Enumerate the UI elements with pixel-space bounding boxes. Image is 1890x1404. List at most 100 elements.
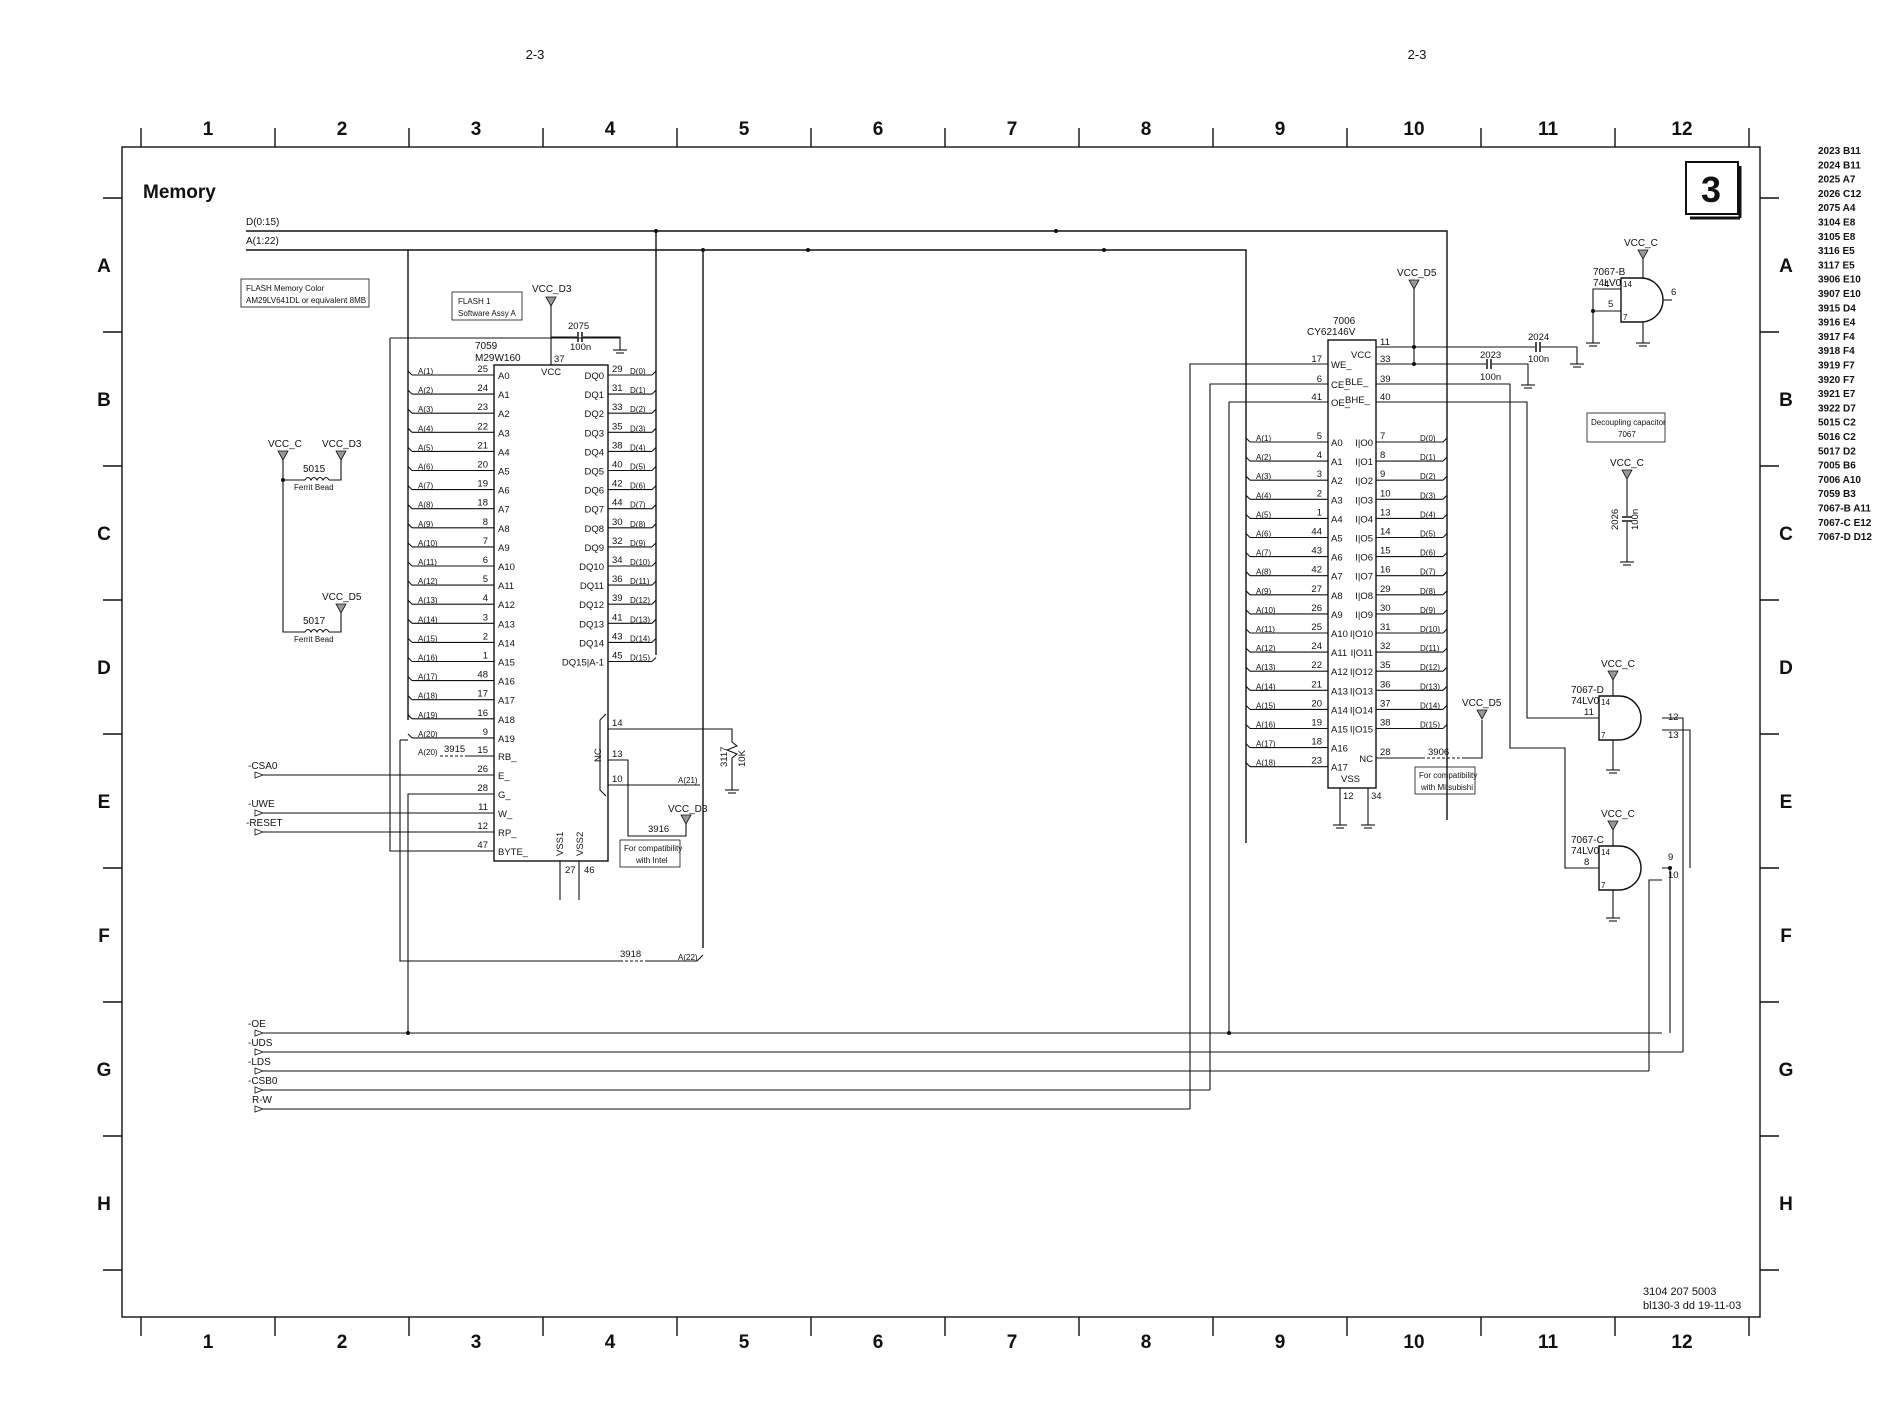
component-index-entry: 5016 C2 bbox=[1818, 432, 1856, 443]
svg-text:with Intel: with Intel bbox=[635, 856, 668, 865]
sram-address-pin-number: 21 bbox=[1311, 679, 1322, 690]
flash-control-pin-number: 47 bbox=[477, 840, 488, 851]
flash-control-pin-name: RB_ bbox=[498, 752, 517, 763]
sram-address-net: A(16) bbox=[1256, 721, 1276, 730]
svg-text:M29W160: M29W160 bbox=[475, 353, 521, 364]
sram-data-net: D(4) bbox=[1420, 510, 1436, 519]
sram-data-pin-number: 7 bbox=[1380, 431, 1385, 442]
component-index-entry: 5017 D2 bbox=[1818, 446, 1856, 457]
svg-text:5015: 5015 bbox=[303, 464, 326, 475]
flash-address-pin-name: A1 bbox=[498, 390, 510, 401]
grid-column-label-bottom: 6 bbox=[873, 1332, 884, 1353]
svg-text:3916: 3916 bbox=[648, 824, 669, 835]
signal-label: -CSB0 bbox=[248, 1076, 278, 1087]
svg-text:with Mitsubishi: with Mitsubishi bbox=[1420, 783, 1473, 792]
sram-address-net: A(17) bbox=[1256, 740, 1276, 749]
sram-data-pin-name: I|O1 bbox=[1355, 457, 1373, 468]
sram-data-pin-number: 31 bbox=[1380, 622, 1391, 633]
component-index-entry: 2024 B11 bbox=[1818, 160, 1861, 171]
grid-column-label-bottom: 5 bbox=[739, 1332, 750, 1353]
flash-data-pin-name: DQ4 bbox=[584, 447, 604, 458]
svg-text:Ferrit Bead: Ferrit Bead bbox=[294, 635, 334, 644]
sram-control-pin-number: 39 bbox=[1380, 374, 1391, 385]
svg-text:14: 14 bbox=[1623, 280, 1632, 289]
svg-text:5: 5 bbox=[1608, 299, 1613, 310]
sram-address-pin-name: A8 bbox=[1331, 591, 1343, 602]
sram-data-net: D(14) bbox=[1420, 701, 1440, 710]
sram-data-pin-number: 13 bbox=[1380, 507, 1391, 518]
svg-text:10: 10 bbox=[1668, 870, 1679, 881]
flash-nc-label: NC bbox=[593, 748, 604, 762]
component-index-entry: 3916 E4 bbox=[1818, 318, 1856, 329]
component-index-entry: 3918 F4 bbox=[1818, 346, 1855, 357]
resistor-3117: 3117 10K A(21) bbox=[608, 728, 748, 794]
sram-address-net: A(6) bbox=[1256, 530, 1271, 539]
sram-data-pin-name: I|O11 bbox=[1351, 648, 1373, 659]
svg-text:100n: 100n bbox=[1480, 372, 1501, 383]
grid-row-label-right: B bbox=[1779, 390, 1793, 411]
flash-address-pin-name: A0 bbox=[498, 371, 510, 382]
sram-data-net: D(15) bbox=[1420, 721, 1440, 730]
component-index-entry: 3906 E10 bbox=[1818, 275, 1861, 286]
flash-data-pin-name: DQ7 bbox=[584, 505, 604, 516]
sram-control-pin-number: 41 bbox=[1311, 392, 1322, 403]
svg-text:4: 4 bbox=[1604, 279, 1609, 290]
sram-address-pin-number: 27 bbox=[1311, 584, 1322, 595]
grid-column-label-bottom: 8 bbox=[1141, 1332, 1152, 1353]
component-index-entry: 2075 A4 bbox=[1818, 203, 1856, 214]
svg-text:Ferrit Bead: Ferrit Bead bbox=[294, 483, 334, 492]
decoupling-note: Decoupling capacitor 7067 bbox=[1586, 412, 1666, 443]
flash-data-net: D(9) bbox=[630, 539, 646, 548]
sram-nc-pin-number: 28 bbox=[1380, 747, 1391, 758]
flash-address-pin-number: 9 bbox=[483, 727, 488, 738]
sram-data-net: D(6) bbox=[1420, 549, 1436, 558]
sram-data-pin-name: I|O13 bbox=[1350, 686, 1373, 697]
flash-data-pin-number: 29 bbox=[612, 364, 623, 375]
flash-data-pin-name: DQ9 bbox=[584, 543, 604, 554]
component-index-entry: 5015 C2 bbox=[1818, 418, 1856, 429]
flash-data-pin-number: 41 bbox=[612, 612, 623, 623]
sram-address-net: A(11) bbox=[1256, 625, 1275, 634]
svg-text:A(21): A(21) bbox=[678, 776, 698, 785]
sram-data-pin-number: 35 bbox=[1380, 660, 1391, 671]
sram-address-pin-number: 24 bbox=[1311, 641, 1322, 652]
flash-address-pin-name: A13 bbox=[498, 619, 515, 630]
flash-data-pin-name: DQ0 bbox=[584, 371, 604, 382]
svg-text:7067-C: 7067-C bbox=[1571, 835, 1604, 846]
flash-data-pin-name: DQ3 bbox=[584, 428, 604, 439]
flash-address-pin-name: A17 bbox=[498, 696, 515, 707]
sram-data-pin-number: 30 bbox=[1380, 603, 1391, 614]
flash-address-net: A(3) bbox=[418, 405, 433, 414]
grid-column-label-top: 1 bbox=[203, 119, 214, 140]
svg-text:VSS1: VSS1 bbox=[555, 832, 566, 856]
signal-label: -RESET bbox=[246, 818, 283, 829]
grid-column-label-top: 12 bbox=[1671, 119, 1692, 140]
flash-data-pin-name: DQ13 bbox=[579, 619, 604, 630]
flash-data-pin-number: 30 bbox=[612, 517, 623, 528]
component-index-entry: 3105 E8 bbox=[1818, 232, 1856, 243]
sram-data-pin-name: I|O4 bbox=[1355, 514, 1373, 525]
sram-address-pin-name: A14 bbox=[1331, 705, 1348, 716]
component-index-entry: 3921 E7 bbox=[1818, 389, 1856, 400]
sram-data-pin-name: I|O14 bbox=[1350, 705, 1373, 716]
flash-address-net: A(14) bbox=[418, 615, 438, 624]
flash-data-pin-number: 40 bbox=[612, 460, 623, 471]
flash-color-note: FLASH Memory Color AM29LV641DL or equiva… bbox=[240, 278, 370, 308]
sram-nc-pin-name: NC bbox=[1359, 754, 1373, 765]
component-index-entry: 3116 E5 bbox=[1818, 246, 1855, 257]
grid-row-label-left: D bbox=[97, 658, 111, 679]
svg-text:AM29LV641DL or equivalent 8MB: AM29LV641DL or equivalent 8MB bbox=[246, 296, 366, 305]
grid-column-label-top: 7 bbox=[1007, 119, 1018, 140]
grid-row-label-left: G bbox=[97, 1060, 112, 1081]
flash-control-pin-number: 15 bbox=[477, 745, 488, 756]
signal-label: -CSA0 bbox=[248, 761, 278, 772]
sram-data-pin-number: 38 bbox=[1380, 718, 1391, 729]
sram-control-pin-number: 17 bbox=[1311, 354, 1322, 365]
flash-address-pin-number: 4 bbox=[483, 593, 488, 604]
grid-ticks bbox=[103, 128, 1779, 1336]
sram-address-pin-name: A2 bbox=[1331, 476, 1343, 487]
flash-address-pin-number: 21 bbox=[477, 440, 488, 451]
